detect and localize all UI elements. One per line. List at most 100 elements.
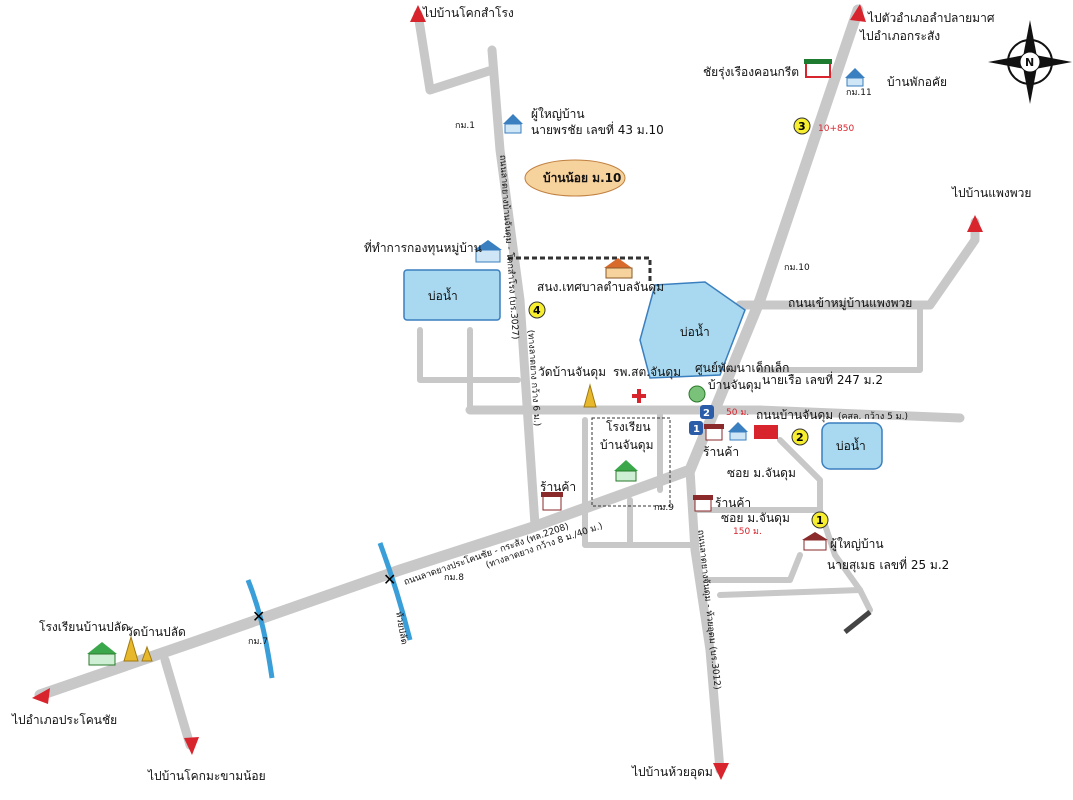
label-to-krasang: ไปอำเภอกระสัง [859,29,940,43]
label-to-prakhon-chai: ไปอำเภอประโคนชัย [11,713,117,727]
label-temple-chandum: วัดบ้านจันดุม [538,365,606,380]
km-marker: กม.10 [784,263,810,273]
label-hospital: รพ.สต.จันดุม [613,365,681,380]
highway-shield: 1 [689,421,703,435]
house-icon [503,114,523,134]
direction-arrows [32,4,983,780]
label-dist-150: 150 ม. [733,527,762,537]
label-road-chandum-note: (คสล. กว้าง 5 ม.) [838,411,908,422]
km-marker: กม.8 [444,573,464,583]
arrow-khok-samrong [410,5,426,22]
label-village-head-2b: นายสุเมธ เลขที่ 25 ม.2 [827,556,949,573]
concrete-factory-icon [804,59,832,78]
label-to-huai-udom: ไปบ้านห้วยอุดม [631,765,713,780]
village-ban-noi-label: บ้านน้อย ม.10 [543,171,621,185]
shop-icon [541,492,563,511]
label-school: โรงเรียน [606,420,651,434]
km-marker: กม.7 [248,637,268,647]
school-icon [87,642,117,666]
label-to-khok-samrong: ไปบ้านโคกสำโรง [422,6,514,20]
municipal-office-icon [604,258,633,279]
km-marker: กม.1 [455,121,475,131]
label-concrete: ชัยรุ่งเรืองคอนกรีต [703,65,799,80]
km-marker: กม.11 [846,88,872,98]
label-child-center: ศูนย์พัฒนาเด็กเล็ก [695,360,789,376]
svg-text:กม.11: กม.11 [846,88,872,98]
main-road-prakhon-krasang [34,4,864,701]
svg-text:กม.9: กม.9 [654,503,674,513]
label-to-phaeng-phuai: ไปบ้านแพงพวย [951,186,1031,200]
label-municipal-office: สนง.เทศบาลตำบลจันดุม [537,280,664,295]
arrow-lam-plai [850,4,866,22]
pond-east-label: บ่อน้ำ [836,437,866,453]
label-soi-1: ซอย ม.จันดุม [727,466,796,481]
canal-west [245,579,275,679]
shop-icon [693,495,713,512]
pond-west-label: บ่อน้ำ [428,287,458,303]
label-shop-center: ร้านค้า [703,445,739,459]
label-mr-rue: นายเรือ เลขที่ 247 ม.2 [762,371,883,387]
svg-text:4: 4 [533,304,541,317]
svg-text:กม.7: กม.7 [248,637,268,647]
road-east-loop [757,302,923,373]
road-south-loop-3 [697,552,803,583]
svg-text:กม.10: กม.10 [784,263,810,273]
road-south-loop-4 [717,587,863,598]
village-oval-ban-noi [524,159,626,197]
label-fund-office: ที่ทำการกองทุนหมู่บ้าน [364,239,482,256]
road-network [34,4,980,775]
pond-center [639,281,746,379]
km-marker: กม.9 [654,503,674,513]
label-village-head-2: ผู้ใหญ่บ้าน [830,537,884,552]
bridge-icon: ✕ [252,607,265,626]
label-school-plat: โรงเรียนบ้านปลัด [39,620,129,634]
svg-text:2: 2 [703,408,710,419]
label-road-chandum: ถนนบ้านจันดุม [756,408,833,423]
temple-icon [123,635,153,662]
building-red-icon [754,425,778,439]
label-soi-2: ซอย ม.จันดุม [721,511,790,526]
road-branch-khok-samrong [413,9,497,95]
label-shop-west: ร้านค้า [540,480,576,494]
label-shop-south: ร้านค้า [715,496,751,510]
label-school-b: บ้านจันดุม [600,438,654,453]
compass-icon: N [988,20,1072,104]
label-to-lam-plai: ไปตัวอำเภอลำปลายมาศ [867,11,995,25]
arrow-prakhon-chai [32,688,50,704]
house-icon [728,422,748,441]
route-marker: 2 [791,428,809,446]
arrow-phaeng-phuai [967,215,983,232]
shop-icon [704,424,724,441]
svg-text:กม.1: กม.1 [455,121,475,131]
road-chandum-horizontal [465,405,965,423]
label-road-phaeng-phuai: ถนนเข้าหมู่บ้านแพงพวย [788,296,912,311]
label-child-center-b: บ้านจันดุม [708,378,762,393]
svg-text:กม.8: กม.8 [444,573,464,583]
highway-shield: 2 [700,405,714,419]
label-ban-phak-khai: บ้านพักอคัย [887,75,947,89]
child-center-icon [688,385,706,403]
hospital-cross-icon [632,389,646,403]
school-icon [614,460,638,482]
road-dark-stub [843,610,872,634]
label-dist-50: 50 ม. [726,408,749,418]
school-boundary [591,417,671,507]
label-to-khok-makham: ไปบ้านโคกมะขามน้อย [147,769,266,783]
road-school-loop [582,417,693,548]
svg-text:3: 3 [798,120,806,133]
pond-center-label: บ่อน้ำ [680,323,710,339]
label-village-head-1: ผู้ใหญ่บ้าน [531,107,585,122]
road-south-loop [692,437,823,513]
label-village-head-1b: นายพรชัย เลขที่ 43 ม.10 [531,121,664,137]
label-dist-10850: 10+850 [818,124,854,134]
road-khok-makham [160,655,195,750]
arrow-khok-makham [184,737,199,755]
temple-icon [583,383,597,408]
house-icon [802,532,828,551]
label-main-road: ถนนลาดยางประโคนชัย - กระสัง (ทล.2208) [402,521,570,588]
svg-text:2: 2 [796,431,804,444]
route-marker: 3 [793,117,811,135]
bridge-icon: ✕ [383,570,396,589]
pond-west [403,269,501,321]
